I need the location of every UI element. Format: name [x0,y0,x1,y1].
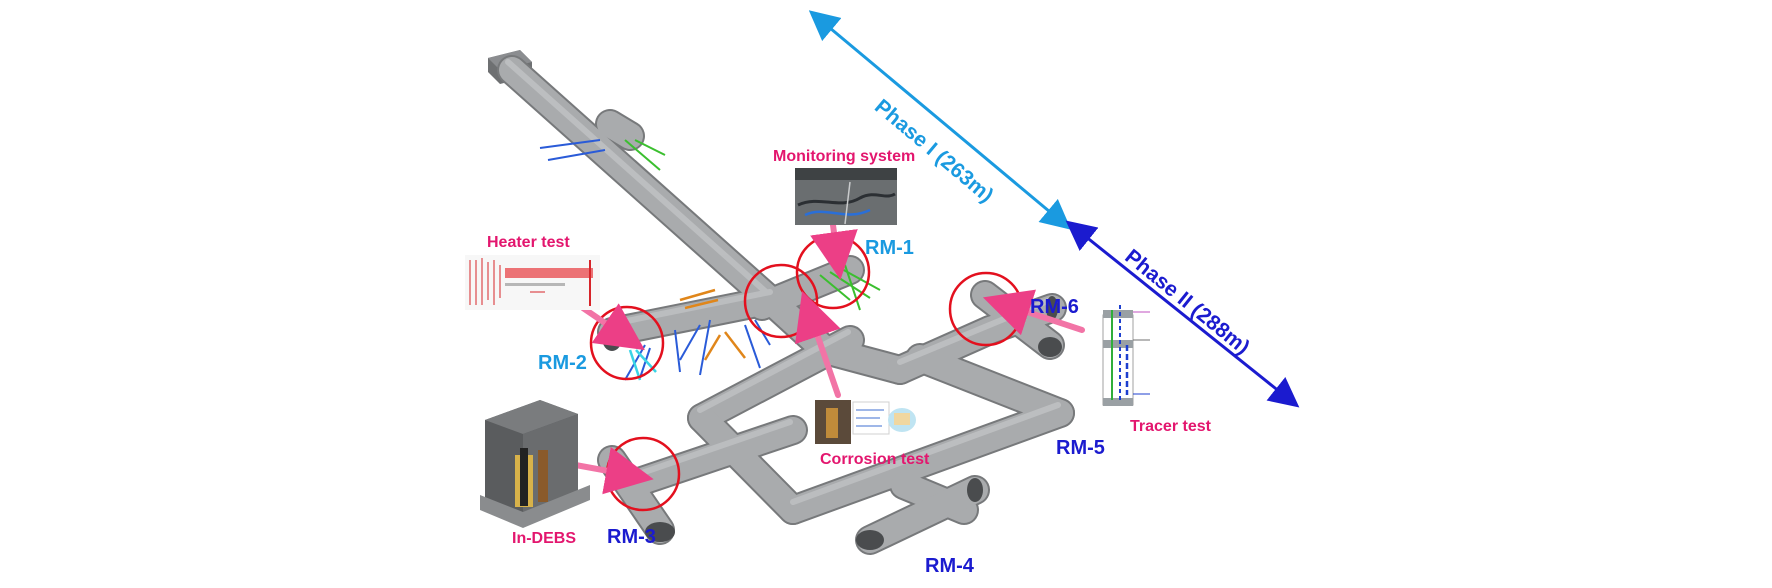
monitoring-system-photo [795,168,897,225]
arrow-corrosion-to-junction [795,290,841,398]
phase-1-arrow [808,10,1072,230]
rm-2-label: RM-2 [538,352,587,374]
rm-5-label: RM-5 [1056,437,1105,459]
corrosion-test-label: Corrosion test [820,451,930,468]
arrow-heater-to-rm2 [580,303,645,351]
rm-6-label: RM-6 [1030,296,1079,318]
arrow-indebs-to-rm3 [567,447,654,495]
heater-test-plot [465,255,600,310]
heater-test-label: Heater test [487,234,570,251]
rm-1-label: RM-1 [865,237,914,259]
rm-3-label: RM-3 [607,526,656,548]
monitoring-system-label: Monitoring system [773,148,916,165]
tracer-test-label: Tracer test [1130,418,1211,435]
corrosion-test-photo [815,400,916,444]
phase-2-arrow [1065,220,1300,408]
tracer-test-schematic [1102,305,1150,406]
arrow-tracer-to-rm6 [982,289,1085,336]
in-debs-label: In-DEBS [512,530,576,547]
tunnel-openings [602,296,1062,550]
in-debs-model [480,400,590,528]
rm-4-label: RM-4 [925,555,974,577]
